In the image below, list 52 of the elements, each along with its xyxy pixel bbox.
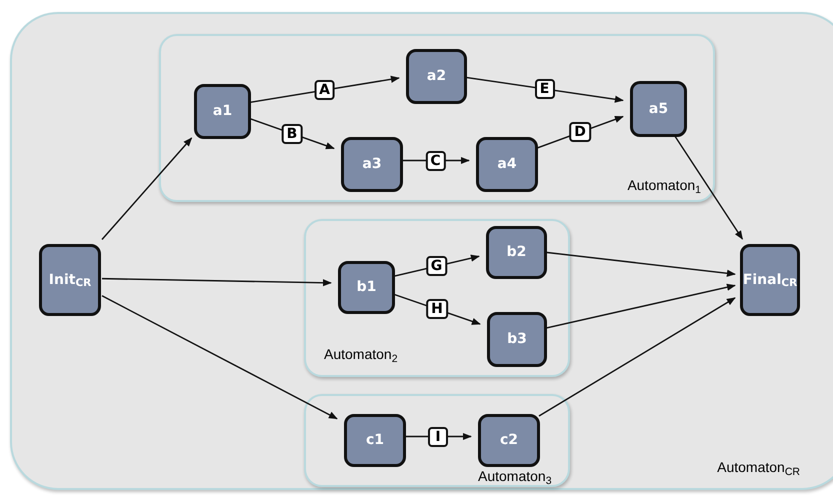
state-box bbox=[39, 244, 101, 316]
state-box bbox=[486, 226, 547, 279]
state-box bbox=[630, 81, 687, 137]
automaton-label: Automaton$_{CR}$ bbox=[717, 458, 800, 478]
edge-label: D bbox=[569, 122, 591, 142]
edge-label: I bbox=[428, 426, 448, 446]
state-box bbox=[476, 137, 538, 192]
edge-label: B bbox=[282, 124, 302, 144]
state-label: a2 bbox=[426, 67, 446, 86]
arrow bbox=[101, 137, 192, 240]
automaton-container bbox=[10, 12, 833, 490]
edge-label: H bbox=[426, 299, 448, 320]
automaton-container bbox=[304, 394, 570, 487]
state-label: b2 bbox=[506, 243, 526, 262]
state-box bbox=[406, 49, 467, 104]
state-label: c2 bbox=[500, 431, 518, 450]
state-box bbox=[487, 312, 547, 367]
arrow bbox=[405, 432, 472, 440]
arrow bbox=[394, 254, 480, 277]
arrow bbox=[546, 284, 736, 329]
arrow bbox=[538, 297, 736, 417]
state-box bbox=[341, 137, 403, 192]
state-label: a1 bbox=[212, 102, 232, 121]
arrow bbox=[546, 252, 736, 277]
state-label: Final$_{CR}$ bbox=[742, 270, 798, 290]
state-label: Init$_{CR}$ bbox=[48, 270, 92, 290]
state-label: b3 bbox=[507, 330, 527, 349]
edge-label: A bbox=[314, 80, 335, 100]
state-label: a5 bbox=[648, 100, 668, 118]
state-box bbox=[740, 244, 800, 316]
automaton-label: Automaton$_{2}$ bbox=[324, 345, 398, 365]
arrow bbox=[402, 156, 470, 164]
automaton-label: Automaton$_{1}$ bbox=[627, 176, 701, 196]
arrow bbox=[102, 278, 332, 286]
arrow bbox=[250, 76, 400, 104]
state-box bbox=[338, 261, 395, 314]
arrow bbox=[466, 76, 624, 103]
state-label: a3 bbox=[362, 155, 382, 174]
edge-label: E bbox=[534, 78, 554, 99]
automaton-container bbox=[159, 34, 715, 202]
edge-label: G bbox=[426, 256, 448, 276]
automaton-label: Automaton$_{3}$ bbox=[478, 467, 552, 487]
arrow bbox=[102, 295, 338, 420]
state-box bbox=[478, 414, 540, 467]
arrow bbox=[536, 116, 624, 149]
state-label: a4 bbox=[497, 155, 517, 174]
state-box bbox=[344, 414, 406, 467]
state-box bbox=[194, 84, 251, 139]
automaton-container bbox=[304, 219, 570, 377]
arrow bbox=[674, 136, 743, 240]
state-label: b1 bbox=[356, 278, 376, 297]
state-label: c1 bbox=[366, 431, 384, 450]
